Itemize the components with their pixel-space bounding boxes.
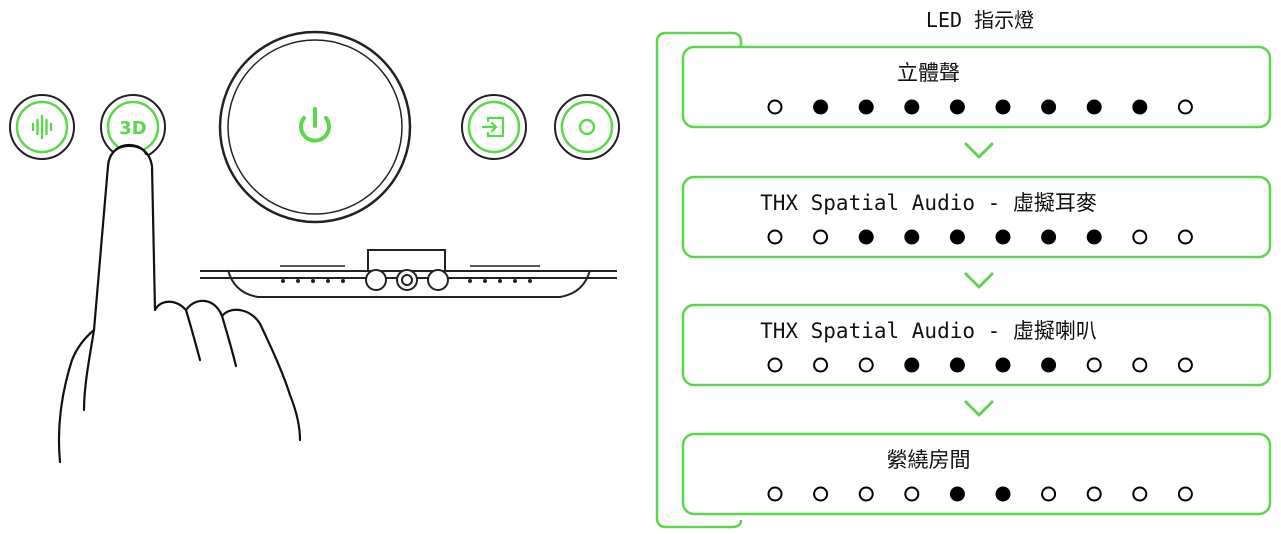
chevron-down-icon [964, 400, 994, 417]
led-off [1177, 357, 1193, 373]
panel-bracket [655, 31, 743, 529]
led-on [949, 486, 965, 502]
led-on [995, 357, 1011, 373]
led-off [767, 229, 783, 245]
circle-button[interactable] [554, 94, 620, 160]
led-off [767, 357, 783, 373]
audio-mode-button[interactable] [9, 94, 75, 160]
led-on [1086, 229, 1102, 245]
device-illustration: 3D [9, 30, 620, 464]
circle-icon [578, 118, 596, 136]
3d-button-label: 3D [119, 118, 146, 139]
input-button[interactable] [461, 94, 527, 160]
led-on [813, 99, 829, 115]
led-off [767, 486, 783, 502]
device-base [200, 249, 617, 298]
panel-title: LED 指示燈 [926, 8, 1034, 32]
led-on [1041, 229, 1057, 245]
led-off [858, 486, 874, 502]
led-on [995, 99, 1011, 115]
led-on [904, 357, 920, 373]
led-off [813, 486, 829, 502]
led-on [904, 229, 920, 245]
mode-label: THX Spatial Audio - 虛擬耳麥 [760, 191, 1097, 215]
led-on [1132, 99, 1148, 115]
led-off [1177, 486, 1193, 502]
led-on [1086, 99, 1102, 115]
power-button[interactable] [218, 30, 412, 224]
chevron-down-icon [964, 142, 994, 159]
mode-label: THX Spatial Audio - 虛擬喇叭 [760, 319, 1097, 343]
led-on [949, 357, 965, 373]
led-off [904, 486, 920, 502]
led-on [1041, 99, 1057, 115]
led-off [1041, 486, 1057, 502]
led-panel: LED 指示燈 立體聲 THX Spatial Audio - 虛擬耳麥 THX S… [655, 8, 1272, 529]
mode-box: THX Spatial Audio - 虛擬耳麥 [681, 175, 1272, 259]
led-on [1041, 357, 1057, 373]
led-on [858, 99, 874, 115]
power-icon [299, 107, 331, 143]
led-off [1177, 229, 1193, 245]
led-off [1132, 229, 1148, 245]
input-source-icon [481, 116, 505, 138]
mode-box: 縈繞房間 [681, 432, 1272, 516]
led-off [1177, 99, 1193, 115]
led-off [767, 99, 783, 115]
mode-box: THX Spatial Audio - 虛擬喇叭 [681, 303, 1272, 387]
led-on [995, 229, 1011, 245]
audio-wave-icon [31, 114, 53, 140]
led-off [1132, 486, 1148, 502]
led-on [995, 486, 1011, 502]
led-on [904, 99, 920, 115]
mode-box: 立體聲 [681, 45, 1272, 129]
led-on [949, 99, 965, 115]
led-off [1086, 357, 1102, 373]
led-off [813, 229, 829, 245]
led-on [949, 229, 965, 245]
led-off [813, 357, 829, 373]
led-off [858, 357, 874, 373]
chevron-down-icon [964, 272, 994, 289]
led-off [1086, 486, 1102, 502]
led-off [1132, 357, 1148, 373]
mode-label: 立體聲 [897, 61, 960, 85]
led-on [858, 229, 874, 245]
mode-label: 縈繞房間 [887, 448, 971, 472]
pointing-finger-icon [57, 143, 302, 464]
